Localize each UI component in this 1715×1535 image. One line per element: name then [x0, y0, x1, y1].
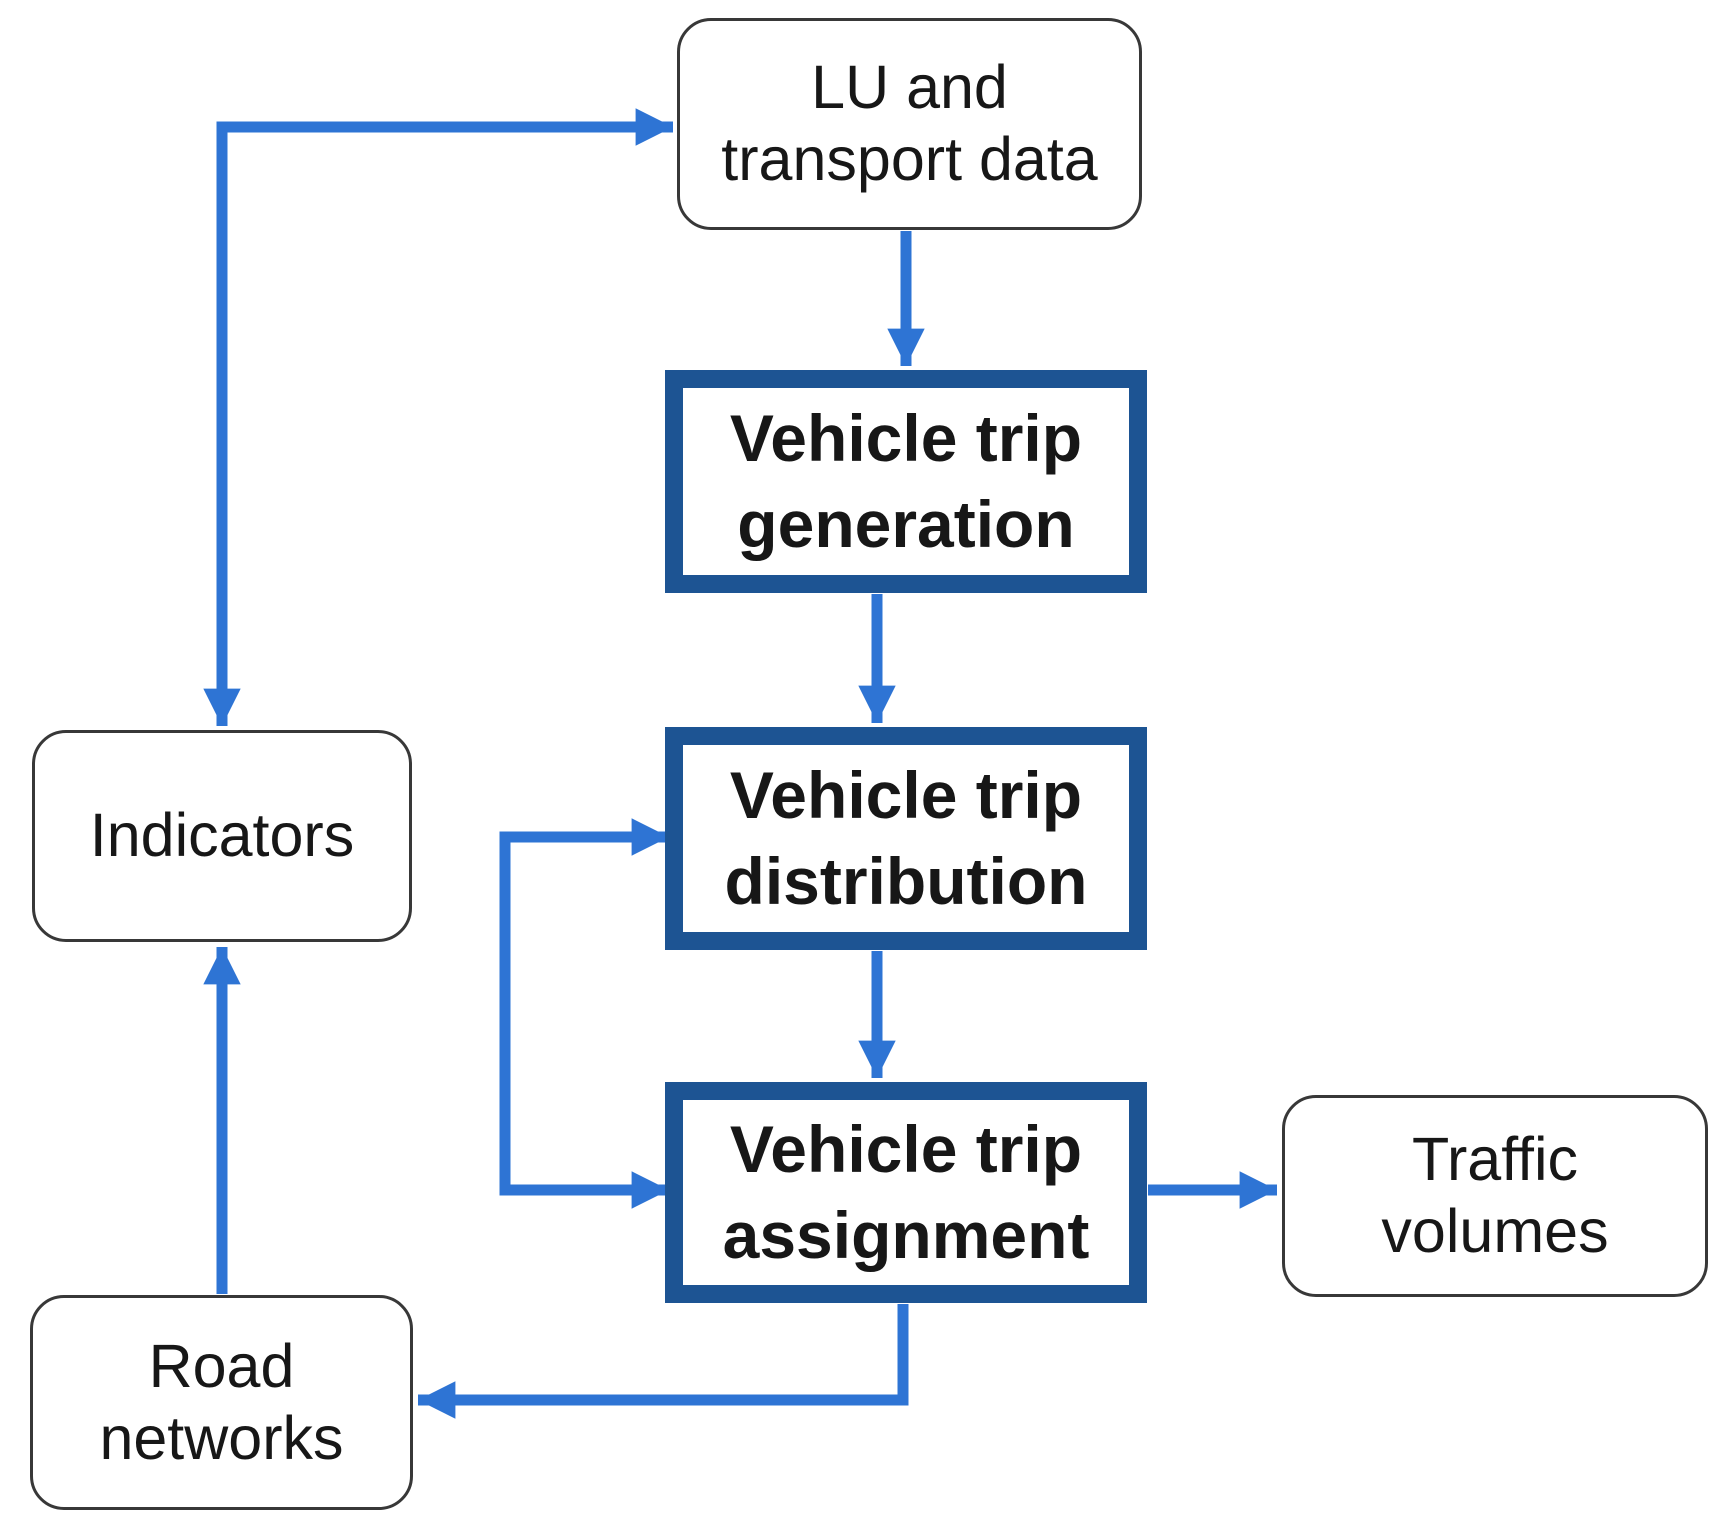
node-indicators-label: Indicators [89, 801, 355, 870]
node-traffic-volumes: Traffic volumes [1282, 1095, 1708, 1297]
node-vehicle-trip-assignment-label: Vehicle trip assignment [722, 1111, 1090, 1272]
node-road-networks: Road networks [30, 1295, 413, 1510]
node-vehicle-trip-generation: Vehicle trip generation [665, 370, 1147, 593]
arrow-assignment-to-road-networks [418, 1304, 909, 1419]
arrow-indicators-lu-data [203, 108, 673, 726]
node-vehicle-trip-generation-label: Vehicle trip generation [729, 400, 1083, 561]
node-traffic-volumes-label: Traffic volumes [1381, 1125, 1609, 1265]
node-vehicle-trip-distribution-label: Vehicle trip distribution [724, 757, 1088, 918]
node-vehicle-trip-assignment: Vehicle trip assignment [665, 1082, 1147, 1303]
node-lu-transport-data: LU and transport data [677, 18, 1142, 230]
node-vehicle-trip-distribution: Vehicle trip distribution [665, 727, 1147, 950]
arrow-feedback-bracket [499, 818, 669, 1209]
node-lu-transport-data-label: LU and transport data [721, 53, 1098, 193]
node-road-networks-label: Road networks [99, 1331, 344, 1472]
node-indicators: Indicators [32, 730, 412, 942]
